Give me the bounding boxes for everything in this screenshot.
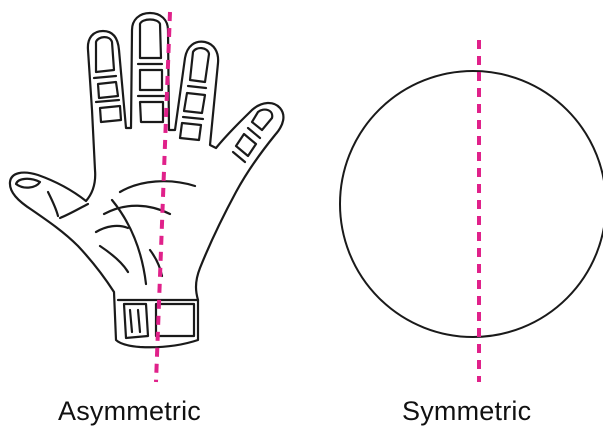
- middle-finger-pad-2: [140, 102, 163, 122]
- thumb-nail: [16, 179, 40, 188]
- ring-finger-pad-1: [184, 93, 205, 113]
- little-finger-tip: [252, 110, 272, 130]
- palm-crease-minor-1: [96, 226, 128, 232]
- index-finger-crease-1: [94, 76, 116, 78]
- index-finger-pad-2: [100, 106, 121, 122]
- symmetric-label: Symmetric: [402, 396, 531, 427]
- little-finger-pad-1: [236, 134, 256, 156]
- thumb-crease: [48, 192, 58, 216]
- ring-finger-pad-2: [180, 123, 201, 140]
- ring-finger-tip: [190, 48, 209, 82]
- index-finger-tip: [96, 37, 114, 72]
- palm-crease-life: [112, 200, 146, 284]
- ring-finger-crease-2: [183, 117, 203, 119]
- wrist-band-buckle: [124, 304, 148, 338]
- wrist-band-stitch-2: [138, 310, 140, 332]
- middle-finger-tip: [140, 20, 161, 59]
- hand-axis-line: [156, 12, 170, 382]
- hand-icon: [10, 13, 284, 347]
- asymmetric-label: Asymmetric: [58, 396, 201, 427]
- palm-crease-minor-3: [100, 246, 128, 272]
- wrist-band-strap: [156, 304, 194, 336]
- palm-crease-head: [104, 206, 170, 214]
- circle-icon: [340, 71, 603, 337]
- little-finger-crease-1: [248, 128, 260, 138]
- little-finger-crease-2: [233, 152, 245, 162]
- wrist-band-stitch-1: [130, 310, 132, 332]
- index-finger-pad-1: [98, 82, 118, 98]
- thumb-inner: [60, 204, 88, 218]
- middle-finger-pad-1: [140, 70, 162, 90]
- index-finger-crease-2: [96, 100, 119, 102]
- ring-finger-crease-1: [188, 86, 206, 88]
- palm-crease-heart: [120, 181, 195, 192]
